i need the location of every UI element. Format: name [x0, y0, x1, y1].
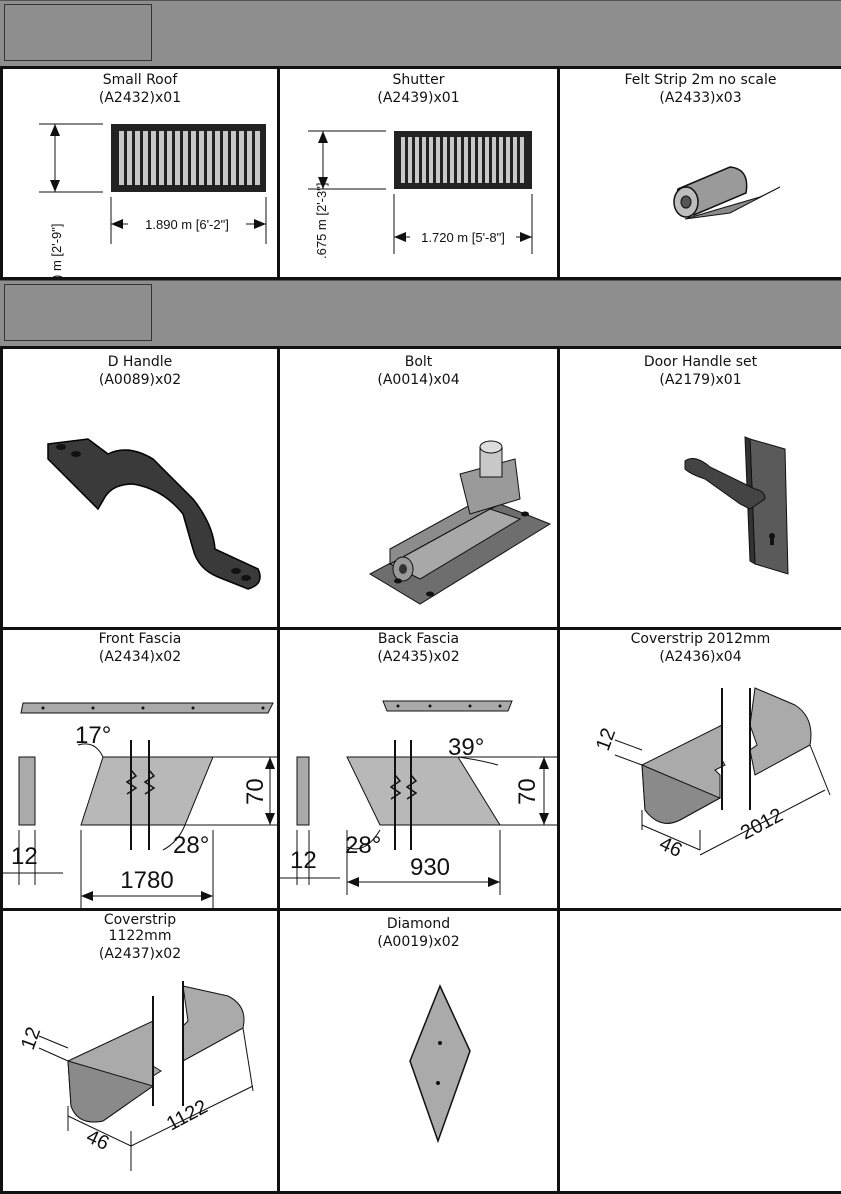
section-header-band-2 [0, 280, 841, 347]
width-label: 46 [83, 1126, 112, 1155]
felt-roll-drawing [673, 166, 781, 220]
part-name: Coverstrip 2012mm [630, 631, 771, 647]
thickness-label: 12 [290, 847, 317, 874]
width-dimension: 1.890 m [6'-2"] [145, 217, 229, 232]
angle-label-bottom: 28° [345, 832, 381, 859]
length-label: 1780 [120, 867, 173, 894]
part-name: Coverstrip [103, 912, 177, 928]
length-label: 2012 [737, 804, 787, 844]
bolt-drawing [368, 440, 552, 605]
height-dimension: ) m [2'-9"] [49, 224, 64, 280]
coverstrip-2012-drawing: 12 46 2012 [592, 687, 831, 862]
height-label: 70 [514, 778, 541, 805]
length-label: 930 [410, 854, 450, 881]
back-fascia-drawing: 70 39° 28° 12 930 [280, 700, 557, 895]
part-code: (A2179)x01 [659, 372, 742, 388]
part-cell-shutter: Shutter (A2439)x01 1.720 m [5'-8"] .675 … [277, 66, 560, 280]
part-cell-diamond: Diamond (A0019)x02 [277, 908, 560, 1194]
part-cell-d-handle: D Handle (A0089)x02 [0, 346, 280, 630]
length-label: 1122 [163, 1096, 211, 1136]
part-cell-small-roof: Small Roof (A2432)x01 1.890 m [6'-2"] ) … [0, 66, 280, 280]
part-code: (A2432)x01 [98, 90, 182, 106]
section-label-box-2 [4, 284, 152, 341]
part-cell-felt-strip: Felt Strip 2m no scale (A2433)x03 [557, 66, 841, 280]
part-name-line2: 1122mm [108, 928, 172, 944]
angle-label-top: 17° [75, 722, 111, 749]
angle-label-top: 39° [448, 734, 484, 761]
part-name: Bolt [404, 354, 433, 370]
part-name: Front Fascia [98, 631, 182, 647]
part-code: (A0014)x04 [377, 372, 460, 388]
part-code: (A2436)x04 [659, 649, 742, 665]
height-label: 70 [242, 778, 269, 805]
part-code: (A2437)x02 [98, 946, 182, 962]
small-roof-drawing: 1.890 m [6'-2"] ) m [2'-9"] [39, 123, 267, 280]
height-dimension: .675 m [2'-3"] [314, 183, 329, 259]
coverstrip-1122-drawing: 12 46 1122 [17, 981, 254, 1171]
part-code: (A2434)x02 [98, 649, 182, 665]
shutter-drawing: 1.720 m [5'-8"] .675 m [2'-3"] [308, 130, 533, 259]
part-name: Shutter [392, 72, 445, 88]
part-name: Diamond [386, 916, 451, 932]
part-cell-coverstrip-2012: Coverstrip 2012mm (A2436)x04 12 46 2012 [557, 627, 841, 911]
part-cell-front-fascia: Front Fascia (A2434)x02 70 17° 28° 12 17… [0, 627, 280, 911]
part-cell-coverstrip-1122: Coverstrip 1122mm (A2437)x02 12 46 1122 [0, 908, 280, 1194]
part-name: Felt Strip 2m no scale [624, 72, 777, 88]
d-handle-drawing [47, 438, 261, 590]
thickness-label: 12 [592, 725, 620, 753]
part-cell-bolt: Bolt (A0014)x04 [277, 346, 560, 630]
part-name: Back Fascia [377, 631, 460, 647]
part-name: Small Roof [102, 72, 178, 88]
diamond-drawing [409, 984, 471, 1144]
section-label-box-1 [4, 4, 152, 61]
door-handle-drawing [684, 436, 789, 575]
part-code: (A2439)x01 [377, 90, 460, 106]
part-cell-back-fascia: Back Fascia (A2435)x02 70 39° 28° 12 930 [277, 627, 560, 911]
part-code: (A2433)x03 [659, 90, 742, 106]
part-name: D Handle [107, 354, 173, 370]
part-cell-empty [557, 908, 841, 1194]
section-header-band-1 [0, 0, 841, 67]
width-label: 46 [656, 833, 685, 862]
front-fascia-drawing: 70 17° 28° 12 1780 [3, 702, 277, 908]
thickness-label: 12 [11, 843, 38, 870]
part-code: (A2435)x02 [377, 649, 460, 665]
part-name: Door Handle set [643, 354, 758, 370]
part-code: (A0019)x02 [377, 934, 460, 950]
angle-label-bottom: 28° [173, 832, 209, 859]
part-code: (A0089)x02 [98, 372, 182, 388]
part-cell-door-handle-set: Door Handle set (A2179)x01 [557, 346, 841, 630]
width-dimension: 1.720 m [5'-8"] [421, 230, 505, 245]
